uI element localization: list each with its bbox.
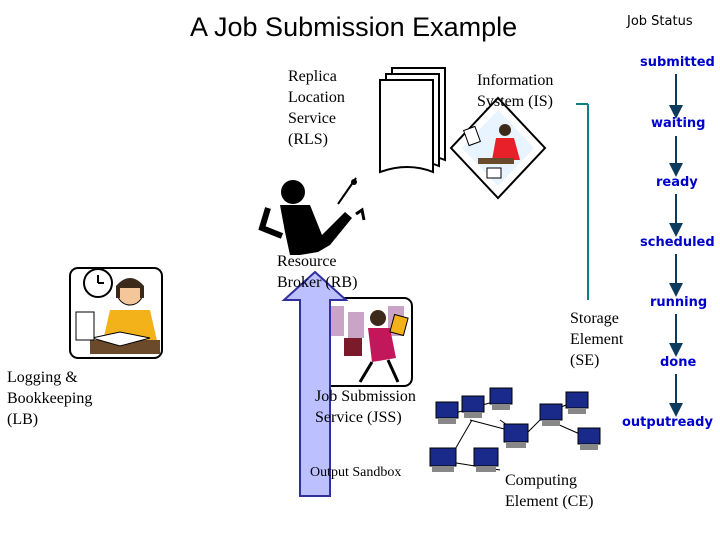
lb-clerk-icon xyxy=(69,267,163,359)
rb-conductor-icon xyxy=(258,177,366,255)
ce-network-icon xyxy=(429,387,601,472)
job-status-header: Job Status xyxy=(627,14,693,29)
status-done: done xyxy=(660,355,697,370)
jss-label: Job Submission Service (JSS) xyxy=(315,388,416,426)
ce-label: Computing Element (CE) xyxy=(505,472,594,510)
status-waiting: waiting xyxy=(651,116,706,131)
rls-documents-icon xyxy=(379,67,446,174)
status-submitted: submitted xyxy=(640,55,715,70)
status-outputready: outputready xyxy=(622,415,713,430)
se-label: Storage Element (SE) xyxy=(570,310,624,369)
status-ready: ready xyxy=(656,175,698,190)
output-sandbox-label: Output Sandbox xyxy=(310,465,402,480)
rls-label: Replica Location Service (RLS) xyxy=(288,68,345,148)
lb-label: Logging & Bookkeeping (LB) xyxy=(7,369,93,428)
page-title: A Job Submission Example xyxy=(190,12,518,42)
jss-runner-icon xyxy=(319,297,413,387)
is-office-icon xyxy=(449,96,547,200)
is-label: Information System (IS) xyxy=(477,72,554,110)
output-sandbox-arrow xyxy=(281,270,349,497)
status-running: running xyxy=(650,295,708,310)
status-scheduled: scheduled xyxy=(640,235,715,250)
rb-label: Resource Broker (RB) xyxy=(277,253,358,291)
